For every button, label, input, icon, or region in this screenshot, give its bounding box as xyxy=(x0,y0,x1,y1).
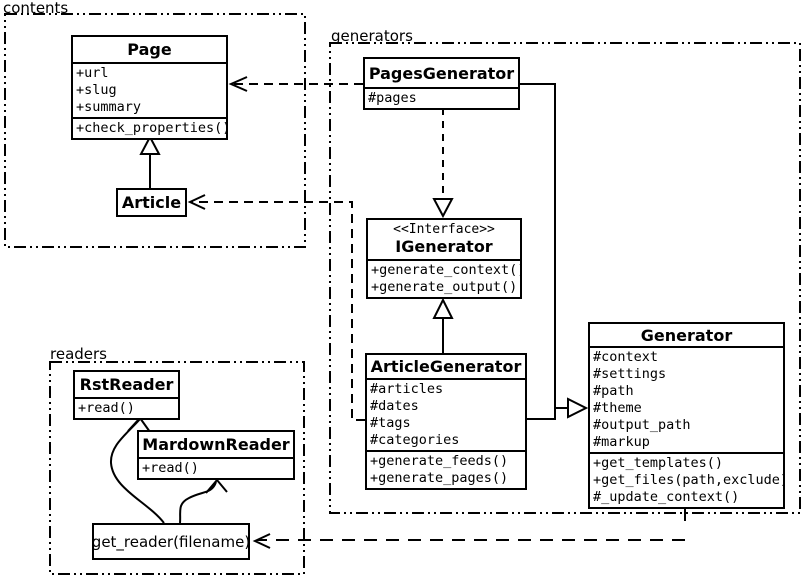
class-generator-title: Generator xyxy=(640,325,733,345)
method-line: +generate_context() xyxy=(371,262,520,278)
open-arrowhead-icon xyxy=(228,76,248,92)
class-mardownreader: MardownReader +read() xyxy=(137,430,295,480)
attribute-line: #output_path xyxy=(593,417,691,433)
attribute-line: +summary xyxy=(76,99,142,115)
class-articlegenerator-title: ArticleGenerator xyxy=(370,357,522,376)
edge-generators-generator-generalization xyxy=(520,83,589,420)
class-articlegenerator-methods: +generate_feeds() +generate_pages() xyxy=(367,450,525,488)
method-line: #_update_context() xyxy=(593,489,740,505)
attribute-line: #tags xyxy=(370,415,411,431)
attribute-line: #dates xyxy=(370,398,419,414)
class-pagesgenerator-attributes: #pages xyxy=(365,87,518,108)
class-igenerator: <<Interface>> IGenerator +generate_conte… xyxy=(366,218,522,299)
method-line: +get_templates() xyxy=(593,455,724,471)
edge-getreader-mardownreader-arrow xyxy=(179,478,228,524)
class-igenerator-stereotype: <<Interface>> xyxy=(393,222,495,237)
method-line: +check_properties() xyxy=(76,120,226,136)
class-page-methods: +check_properties() xyxy=(73,117,226,138)
class-igenerator-title: <<Interface>> IGenerator xyxy=(368,220,520,259)
edge-articlegenerator-article-dependency xyxy=(187,194,365,421)
class-rstreader-title: RstReader xyxy=(79,375,174,394)
method-line: +get_files(path,exclude) xyxy=(593,472,783,488)
class-rstreader: RstReader +read() xyxy=(73,370,180,420)
edge-articlegenerator-igenerator-generalization xyxy=(432,297,454,353)
attribute-line: #pages xyxy=(368,90,417,106)
edge-pagesgenerator-igenerator-realization xyxy=(432,108,454,219)
method-line: +read() xyxy=(142,460,199,476)
attribute-line: +slug xyxy=(76,82,117,98)
package-label-contents: contents xyxy=(3,0,69,17)
package-label-generators: generators xyxy=(331,27,413,45)
class-pagesgenerator: PagesGenerator #pages xyxy=(363,57,520,110)
class-page: Page +url +slug +summary +check_properti… xyxy=(71,35,228,140)
method-line: +generate_output() xyxy=(371,279,518,295)
attribute-line: #markup xyxy=(593,434,650,450)
attribute-line: #categories xyxy=(370,432,460,448)
get-reader-box: get_reader(filename) xyxy=(92,523,250,560)
attribute-line: #path xyxy=(593,383,634,399)
class-igenerator-methods: +generate_context() +generate_output() xyxy=(368,259,520,297)
edge-article-page-generalization xyxy=(139,134,161,188)
class-generator-attributes: #context #settings #path #theme #output_… xyxy=(590,346,783,452)
class-page-attributes: +url +slug +summary xyxy=(73,62,226,117)
class-pagesgenerator-title: PagesGenerator xyxy=(368,63,515,83)
hollow-triangle-icon xyxy=(432,297,454,319)
hollow-triangle-icon xyxy=(432,198,454,219)
attribute-line: #context xyxy=(593,349,659,365)
open-arrowhead-icon xyxy=(187,194,206,210)
class-mardownreader-methods: +read() xyxy=(139,457,293,478)
class-mardownreader-title: MardownReader xyxy=(142,435,290,454)
class-page-title: Page xyxy=(127,40,172,59)
class-generator: Generator #context #settings #path #them… xyxy=(588,322,785,509)
method-line: +read() xyxy=(78,400,135,416)
method-line: +generate_pages() xyxy=(370,470,509,486)
edge-pagesgenerator-page-dependency xyxy=(228,76,363,92)
class-article: Article xyxy=(116,188,187,217)
open-arrowhead-icon xyxy=(205,478,228,494)
open-arrowhead-icon xyxy=(252,533,271,549)
class-rstreader-methods: +read() xyxy=(75,397,178,418)
class-articlegenerator: ArticleGenerator #articles #dates #tags … xyxy=(365,353,527,490)
package-label-readers: readers xyxy=(50,345,107,363)
attribute-line: #articles xyxy=(370,381,444,397)
class-generator-methods: +get_templates() +get_files(path,exclude… xyxy=(590,452,783,507)
attribute-line: #settings xyxy=(593,366,667,382)
class-igenerator-name: IGenerator xyxy=(395,237,493,256)
attribute-line: #theme xyxy=(593,400,642,416)
hollow-triangle-icon xyxy=(567,397,589,419)
method-line: +generate_feeds() xyxy=(370,453,509,469)
class-articlegenerator-attributes: #articles #dates #tags #categories xyxy=(367,378,525,450)
attribute-line: +url xyxy=(76,65,109,81)
